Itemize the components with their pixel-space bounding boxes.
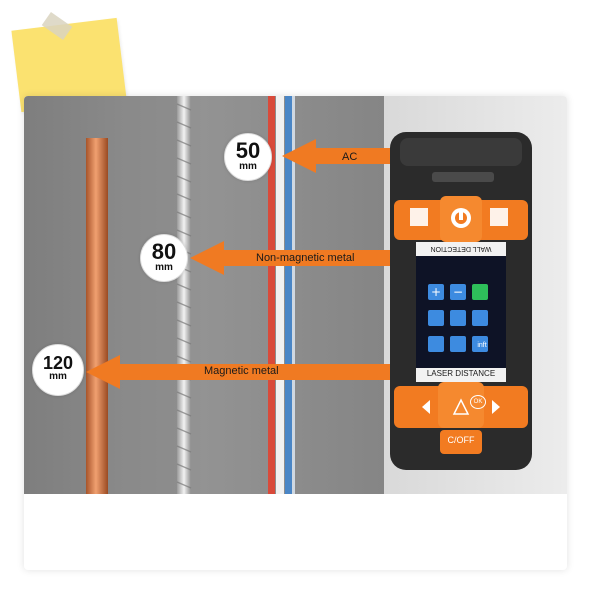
- arrows: [86, 139, 412, 389]
- infinity-icon-label: inft: [477, 342, 487, 349]
- arrow-magnetic: [86, 355, 394, 389]
- distance-50: 50 mm: [224, 133, 272, 181]
- screen-title: WALL DETECTION: [430, 245, 492, 252]
- power-button-label: C/OFF: [447, 435, 475, 445]
- rebar: [176, 96, 192, 494]
- svg-text:−: −: [453, 285, 463, 299]
- copper-pipe: [86, 138, 108, 494]
- label-magnetic-metal: Magnetic metal: [204, 365, 279, 377]
- left-arrow-icon: [422, 400, 430, 414]
- screen-footer: LASER DISTANCE: [426, 369, 496, 378]
- detector-device: + −: [390, 132, 532, 470]
- screen-icons: + −: [428, 284, 488, 352]
- label-non-magnetic-metal: Non-magnetic metal: [256, 252, 355, 264]
- distance-80: 80 mm: [140, 234, 188, 282]
- ok-label: OK: [470, 395, 486, 409]
- label-ac: AC: [342, 151, 358, 163]
- distance-unit: mm: [239, 161, 257, 172]
- ac-wires: [268, 96, 295, 494]
- distance-value: 120: [42, 353, 74, 373]
- distance-unit: mm: [49, 371, 67, 382]
- distance-value: 80: [151, 239, 177, 264]
- right-arrow-icon: [492, 400, 500, 414]
- distance-unit: mm: [155, 262, 173, 273]
- distance-120: 120 mm: [32, 344, 84, 396]
- arrow-non-magnetic: [190, 241, 412, 275]
- distance-value: 50: [235, 138, 261, 163]
- product-image-card: + − 50 mm 80 mm 120 mm AC Non-magnetic m…: [24, 96, 567, 570]
- wall-scene: + −: [24, 96, 567, 494]
- arrow-ac: [282, 139, 412, 173]
- svg-text:+: +: [431, 285, 441, 299]
